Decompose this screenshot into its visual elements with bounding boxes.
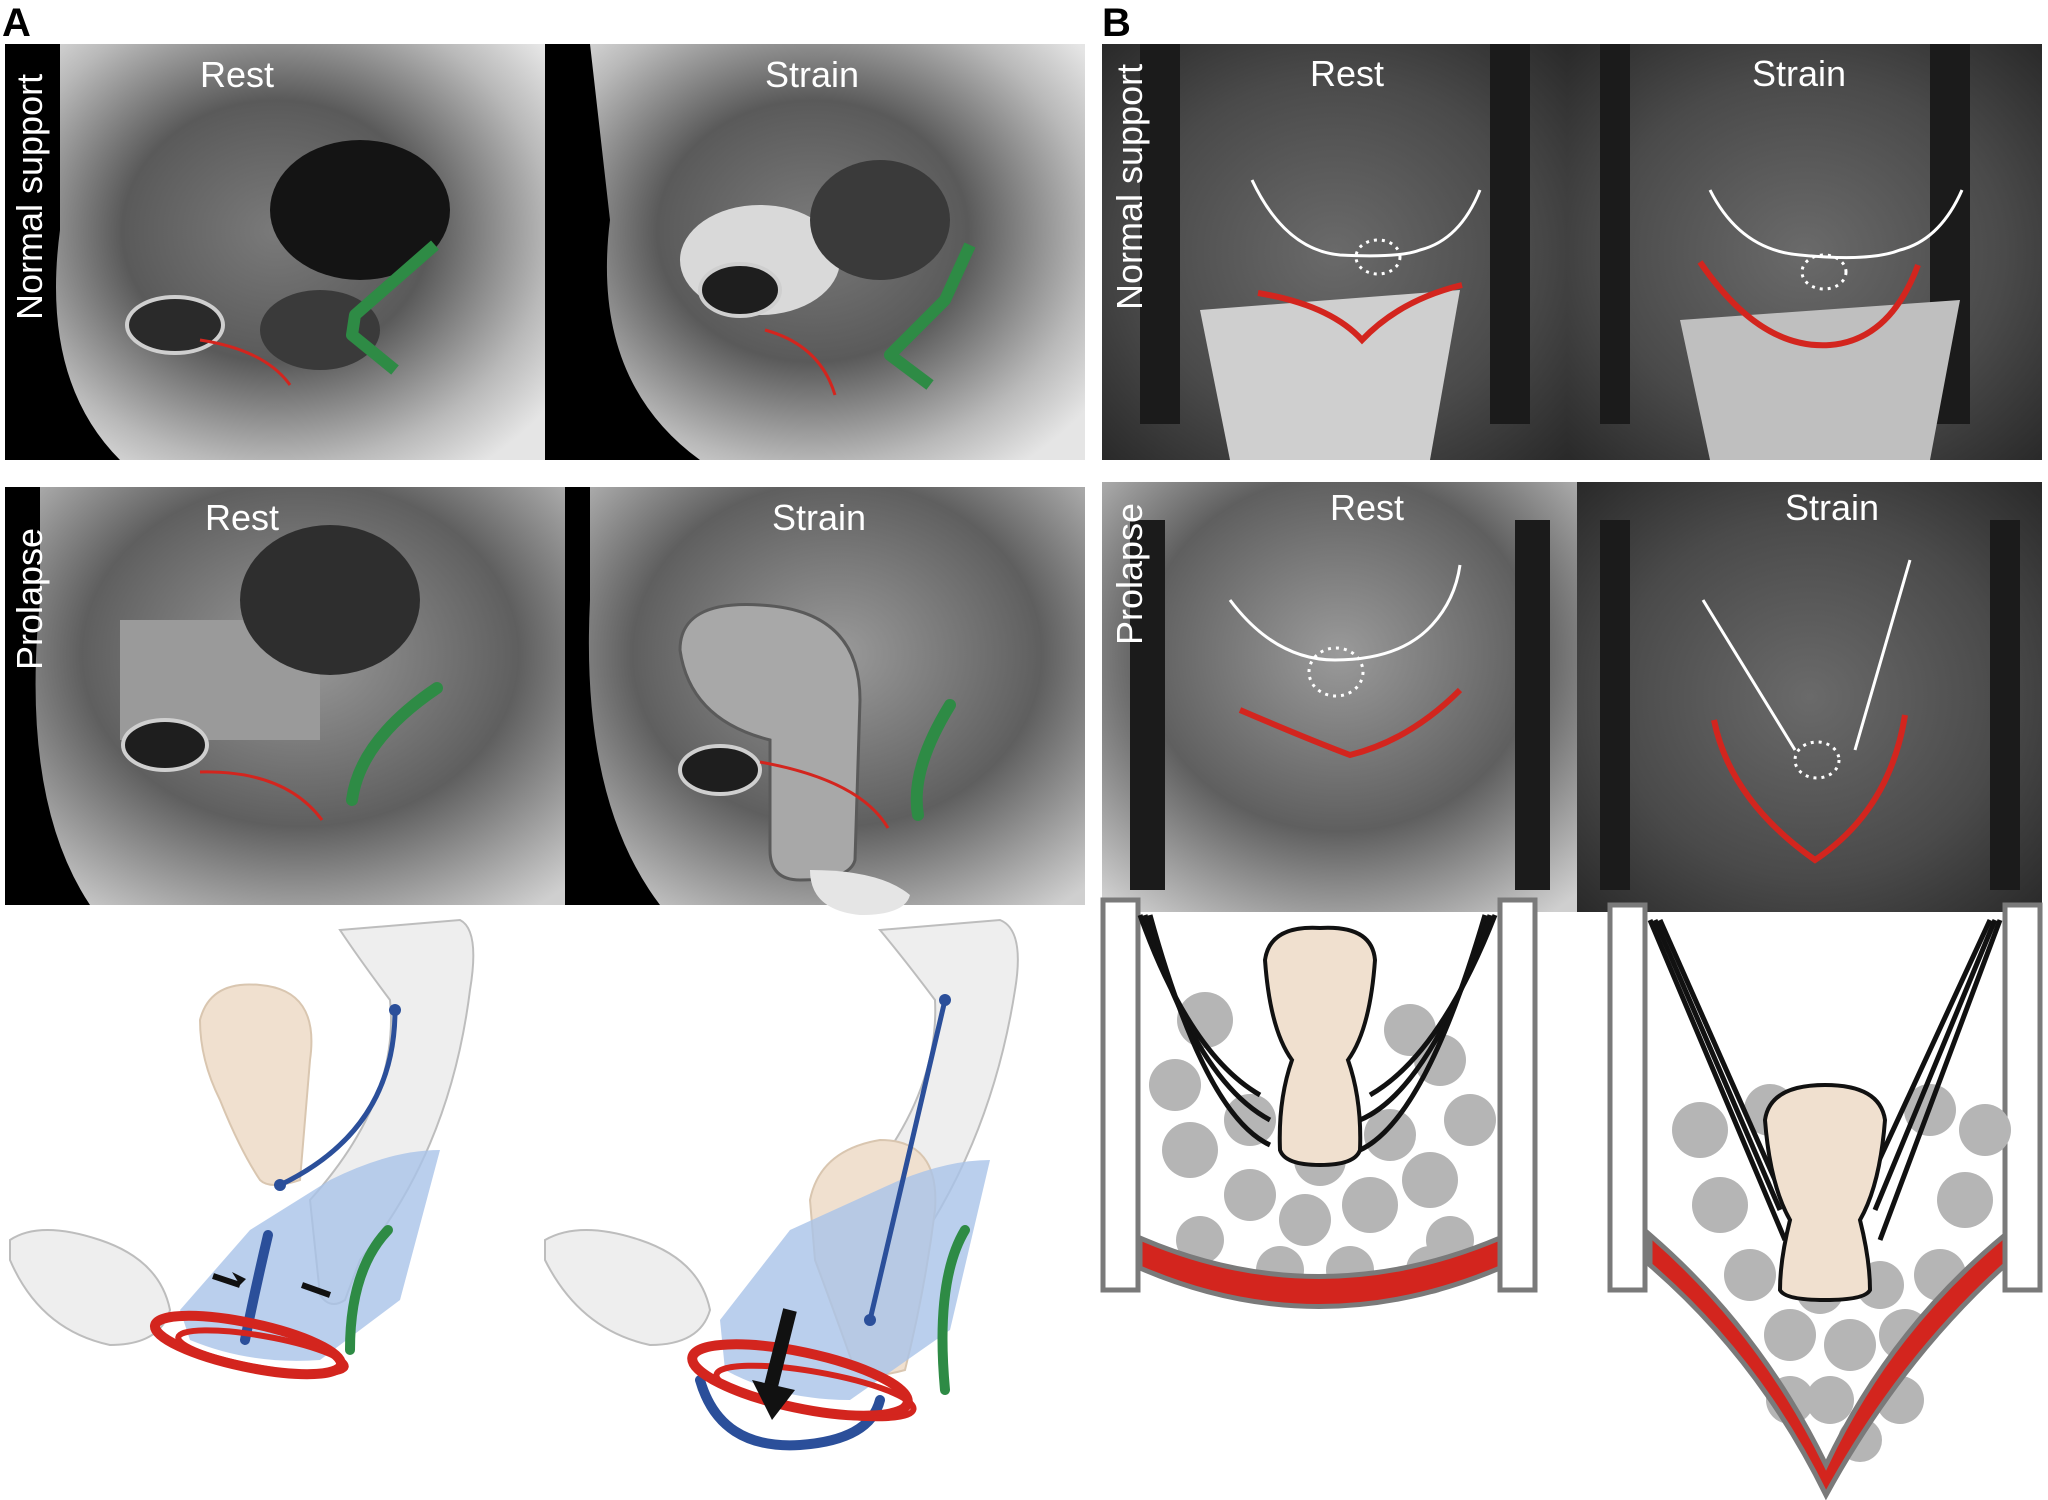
panel-a: Rest Strain Rest Strain Normal support P… [5, 44, 1085, 1451]
mri-sagittal-prolapse-strain [565, 487, 1085, 915]
levator-ani-band [1647, 1229, 2008, 1500]
levator-line-red [1257, 282, 1463, 345]
levator-line-white [1708, 189, 1964, 260]
row-label-normal-support: Normal support [9, 74, 50, 320]
perineal-body [937, 1225, 970, 1395]
levator-line [199, 770, 324, 821]
levator-line-white [1250, 179, 1482, 258]
pelvic-floor-region [180, 1150, 440, 1361]
row-label-prolapse: Prolapse [1109, 503, 1150, 645]
panel-b: Rest Strain Rest Strain Normal support P… [1100, 44, 2043, 1500]
panel-letter-b: B [1102, 1, 1131, 45]
arrow [763, 1308, 797, 1392]
mri-sagittal-prolapse-rest [5, 487, 566, 905]
label-strain: Strain [1785, 487, 1879, 528]
levator-line-red [1697, 260, 1921, 349]
label-rest: Rest [1310, 53, 1384, 94]
uterus [1762, 1082, 1888, 1303]
levator-line [764, 328, 837, 396]
uterus-prolapse-shape [678, 603, 862, 882]
perineal-line [346, 240, 439, 375]
levator-line-white [1701, 559, 1912, 751]
rectum-circle [1307, 646, 1365, 698]
diagram-sagittal-prolapse [544, 918, 1019, 1451]
row-label-prolapse: Prolapse [9, 528, 50, 670]
label-strain: Strain [772, 497, 866, 538]
uterosacral-ligament [867, 999, 948, 1321]
mri-coronal-normal-rest [1102, 44, 1567, 460]
uterus [1262, 925, 1378, 1168]
mri-coronal-normal-strain [1567, 44, 2042, 460]
row-label-normal-support: Normal support [1109, 64, 1150, 310]
uterosacral-ligament [278, 1009, 398, 1188]
mri-coronal-prolapse-rest [1102, 482, 1577, 912]
rectum-circle [1354, 238, 1402, 276]
levator-line-red [1711, 714, 1908, 864]
perineal-line [910, 699, 956, 821]
diagram-coronal-prolapse [1607, 902, 2043, 1500]
rectum-circle [1800, 253, 1848, 291]
arrow [212, 1273, 241, 1288]
levator-line [199, 338, 292, 386]
label-rest: Rest [200, 54, 274, 95]
perineal-line [884, 242, 976, 390]
mri-coronal-prolapse-strain [1577, 482, 2042, 912]
label-rest: Rest [205, 497, 279, 538]
label-strain: Strain [765, 54, 859, 95]
diagram-coronal-normal [1100, 897, 1538, 1309]
uterus [198, 983, 313, 1186]
levator-line [759, 760, 890, 829]
levator-line-white [1228, 564, 1462, 662]
perineal-line [346, 682, 443, 806]
rectum-circle [1793, 740, 1841, 780]
levator-ani-band [1137, 1234, 1503, 1309]
panel-letter-a: A [2, 1, 31, 45]
perineal-body [345, 1225, 393, 1355]
label-rest: Rest [1330, 487, 1404, 528]
mri-sagittal-normal-strain [545, 44, 1085, 460]
label-strain: Strain [1752, 53, 1846, 94]
diagram-sagittal-normal [9, 918, 475, 1380]
levator-line-red [1238, 687, 1463, 759]
mri-sagittal-normal-rest [5, 44, 545, 460]
